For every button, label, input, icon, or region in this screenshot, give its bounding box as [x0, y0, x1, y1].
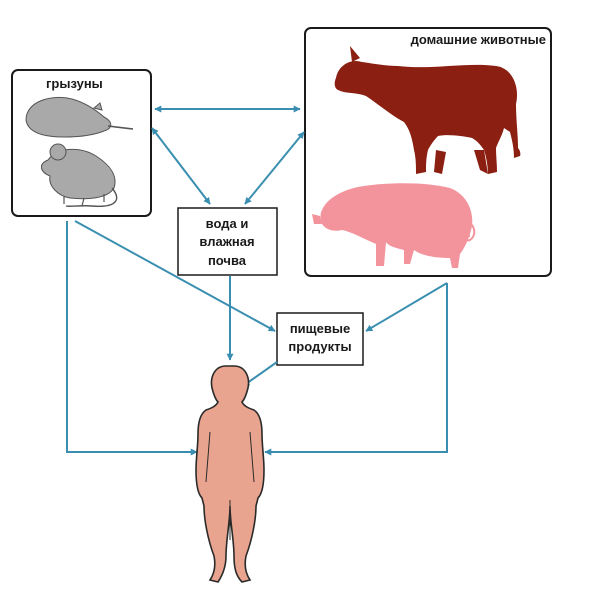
arrow-rodents-human: [66, 221, 198, 456]
cow-icon: [334, 46, 521, 174]
arrow-rodents-food: [74, 220, 276, 332]
rat-icon: [25, 96, 134, 138]
human-icon: [195, 365, 265, 583]
water-box: [177, 207, 278, 276]
mouse-icon: [41, 143, 118, 207]
food-label-line-1: пищевые: [290, 321, 350, 336]
arrow-rodents-water: [151, 127, 211, 205]
livestock-label: домашние животные: [411, 32, 546, 47]
water-label-line-2: влажная: [199, 234, 254, 249]
arrow-livestock-human: [264, 283, 448, 456]
food-box: [276, 312, 364, 366]
arrow-livestock-food: [365, 282, 448, 332]
arrow-livestock-water: [244, 131, 305, 205]
arrows: [66, 105, 448, 456]
water-label-line-1: вода и: [206, 216, 249, 231]
water-label-line-3: почва: [208, 253, 247, 268]
pig-icon: [312, 183, 476, 268]
rodents-label: грызуны: [46, 76, 103, 91]
food-label-line-2: продукты: [288, 339, 351, 354]
